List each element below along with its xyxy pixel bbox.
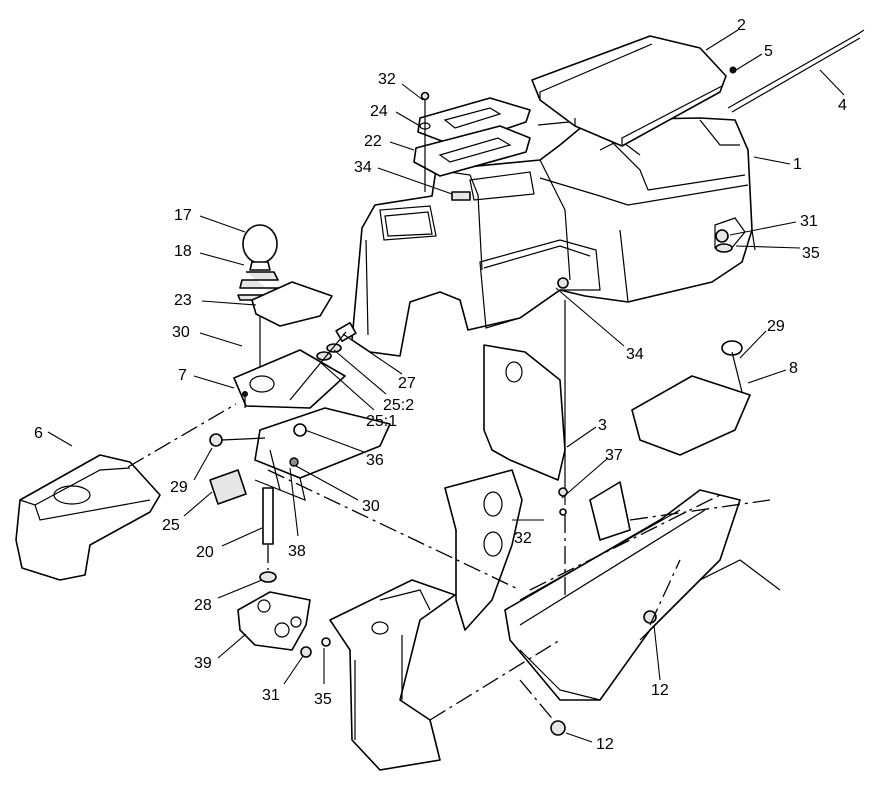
access-plate [631, 340, 751, 456]
callout-31-frame: 31 [262, 687, 280, 704]
switch-hardware [289, 322, 357, 401]
callout-34-mid: 34 [626, 346, 644, 363]
callout-25: 25 [162, 517, 180, 534]
callout-30-lower: 30 [362, 498, 380, 515]
callout-32-top: 32 [378, 71, 396, 88]
callout-17: 17 [174, 207, 192, 224]
console-housing [351, 117, 756, 357]
callout-38: 38 [288, 543, 306, 560]
callout-20: 20 [196, 544, 214, 561]
callout-23: 23 [174, 292, 192, 309]
dust-plate [251, 281, 333, 327]
callout-39: 39 [194, 655, 212, 672]
top-plate-assembly [413, 91, 531, 201]
callout-8: 8 [789, 360, 798, 377]
callout-28: 28 [194, 597, 212, 614]
valve-bracket [254, 407, 391, 501]
callout-3: 3 [598, 417, 607, 434]
callout-30-upper: 30 [172, 324, 190, 341]
leader-lines [47, 29, 845, 743]
chassis-frame [329, 469, 781, 771]
callout-36: 36 [366, 452, 384, 469]
callout-34-top: 34 [354, 159, 372, 176]
fasteners [300, 229, 733, 736]
ignition-switch [209, 433, 299, 505]
callout-27: 27 [398, 375, 416, 392]
callout-1: 1 [793, 156, 802, 173]
callout-24: 24 [370, 103, 388, 120]
side-cover [15, 454, 161, 581]
callout-2: 2 [737, 17, 746, 34]
callout-22: 22 [364, 133, 382, 150]
callout-4: 4 [838, 97, 847, 114]
callout-7: 7 [178, 367, 187, 384]
rod [727, 29, 865, 109]
valve-assembly [237, 487, 311, 651]
floor-pan [483, 277, 569, 516]
callout-6: 6 [34, 425, 43, 442]
callout-29-bolt: 29 [170, 479, 188, 496]
callout-25-1: 25:1 [366, 413, 397, 430]
callout-32-lower: 32 [514, 530, 532, 547]
callout-18: 18 [174, 243, 192, 260]
screw [729, 66, 737, 74]
callout-29-stud: 29 [767, 318, 785, 335]
mounting-plate [233, 349, 346, 409]
callout-37: 37 [605, 447, 623, 464]
callout-25-2: 25:2 [383, 397, 414, 414]
callout-35-console: 35 [802, 245, 820, 262]
callout-35-frame: 35 [314, 691, 332, 708]
assembly-centerlines [127, 403, 771, 723]
shift-knob-boot [237, 224, 284, 380]
callout-12-frame: 12 [651, 682, 669, 699]
callout-5: 5 [764, 43, 773, 60]
cover-panel [531, 35, 727, 147]
callout-12-nut: 12 [596, 736, 614, 753]
callout-31-console: 31 [800, 213, 818, 230]
callout-labels: 1 2 3 4 5 6 7 8 12 12 17 18 20 22 23 24 … [34, 17, 847, 753]
